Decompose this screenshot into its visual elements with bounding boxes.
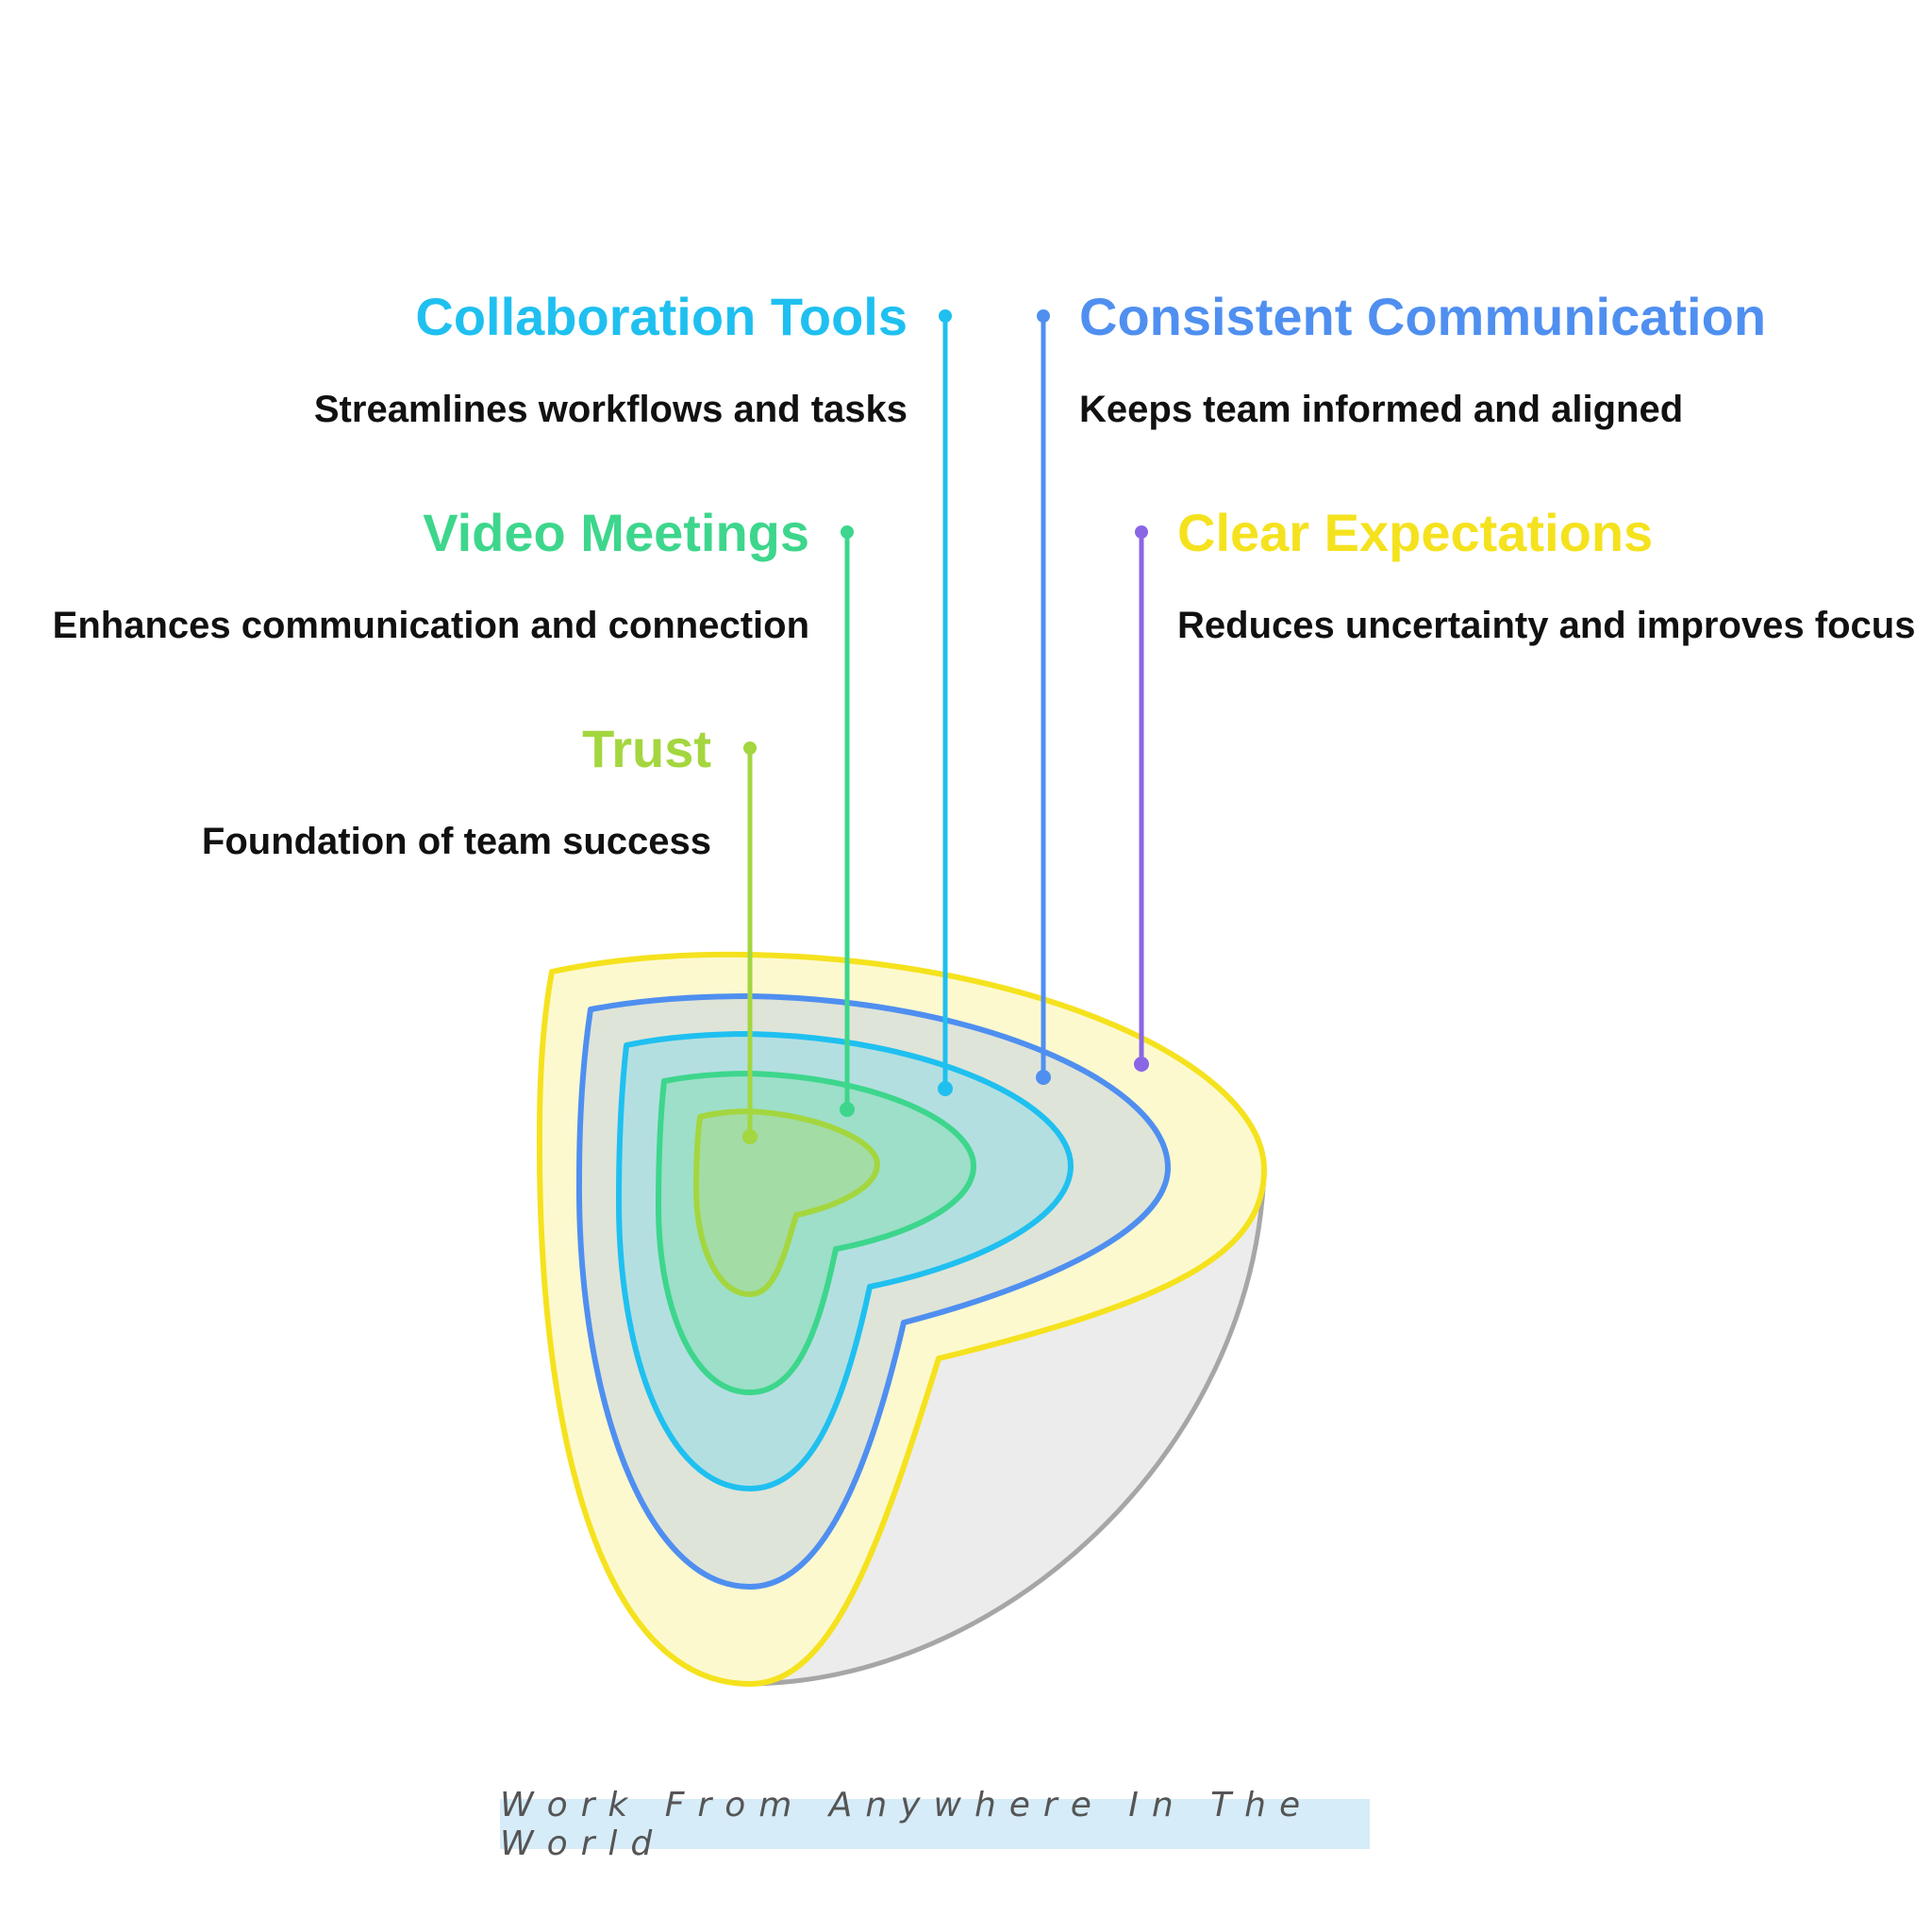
clear-expectations-description: Reduces uncertainty and improves focus — [1177, 605, 1916, 646]
trust-description: Foundation of team success — [201, 821, 711, 862]
connector-trust — [742, 741, 758, 1144]
connector-collaboration-tools — [938, 309, 953, 1096]
consistent-communication-title: Consistent Communication — [1079, 287, 1767, 346]
connector-consistent-communication — [1036, 309, 1051, 1085]
trust-title: Trust — [582, 719, 711, 778]
consistent-communication-description: Keeps team informed and aligned — [1079, 389, 1684, 430]
collaboration-tools-title: Collaboration Tools — [415, 287, 908, 346]
layer-trust — [693, 1108, 880, 1297]
video-meetings-title: Video Meetings — [423, 503, 809, 562]
clear-expectations-title: Clear Expectations — [1177, 503, 1654, 562]
footer-text: Work From Anywhere In The World — [500, 1785, 1314, 1863]
collaboration-tools-description: Streamlines workflows and tasks — [313, 389, 908, 430]
connector-clear-expectations — [1134, 525, 1149, 1072]
footer-banner: Work From Anywhere In The World — [500, 1786, 1370, 1863]
shell-back-edge — [744, 1169, 1267, 1687]
connector-video-meetings — [840, 525, 855, 1117]
video-meetings-description: Enhances communication and connection — [52, 605, 809, 646]
